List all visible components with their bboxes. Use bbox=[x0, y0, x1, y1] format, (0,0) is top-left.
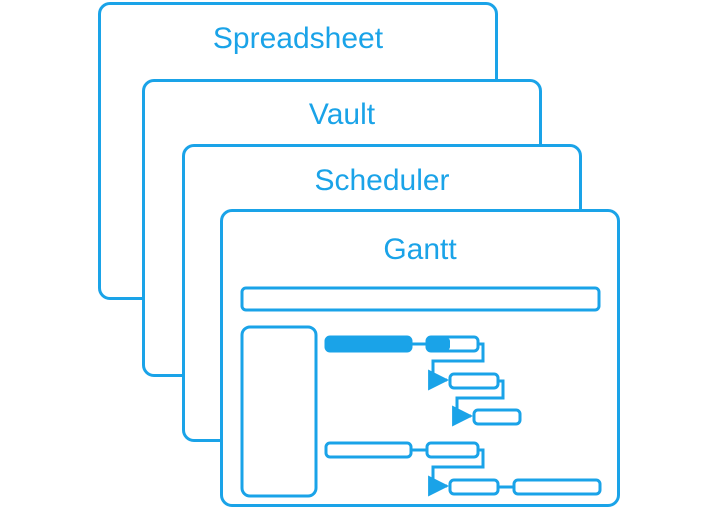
gantt-bar-2-progress bbox=[428, 338, 450, 350]
gantt-dependency-2 bbox=[452, 379, 505, 427]
gantt-bar-5 bbox=[324, 441, 413, 459]
scheduler-card-title: Scheduler bbox=[314, 164, 450, 197]
gantt-bar-1 bbox=[324, 335, 413, 353]
gantt-bar-6 bbox=[425, 441, 480, 459]
gantt-grid-panel bbox=[240, 325, 318, 498]
gantt-bar-3 bbox=[448, 372, 500, 390]
gantt-toolbar bbox=[240, 286, 601, 312]
gantt-bar-7 bbox=[448, 478, 500, 496]
gantt-bar-8 bbox=[512, 478, 602, 496]
gantt-dependency-1 bbox=[428, 342, 485, 391]
gantt-illustration bbox=[240, 286, 602, 498]
gantt-dependency-3 bbox=[428, 448, 485, 497]
vault-card-title: Vault bbox=[308, 98, 376, 131]
gantt-card: Gantt bbox=[220, 209, 620, 507]
gantt-card-title: Gantt bbox=[383, 233, 457, 266]
spreadsheet-card-title: Spreadsheet bbox=[212, 22, 384, 55]
gantt-bar-4 bbox=[472, 408, 522, 426]
